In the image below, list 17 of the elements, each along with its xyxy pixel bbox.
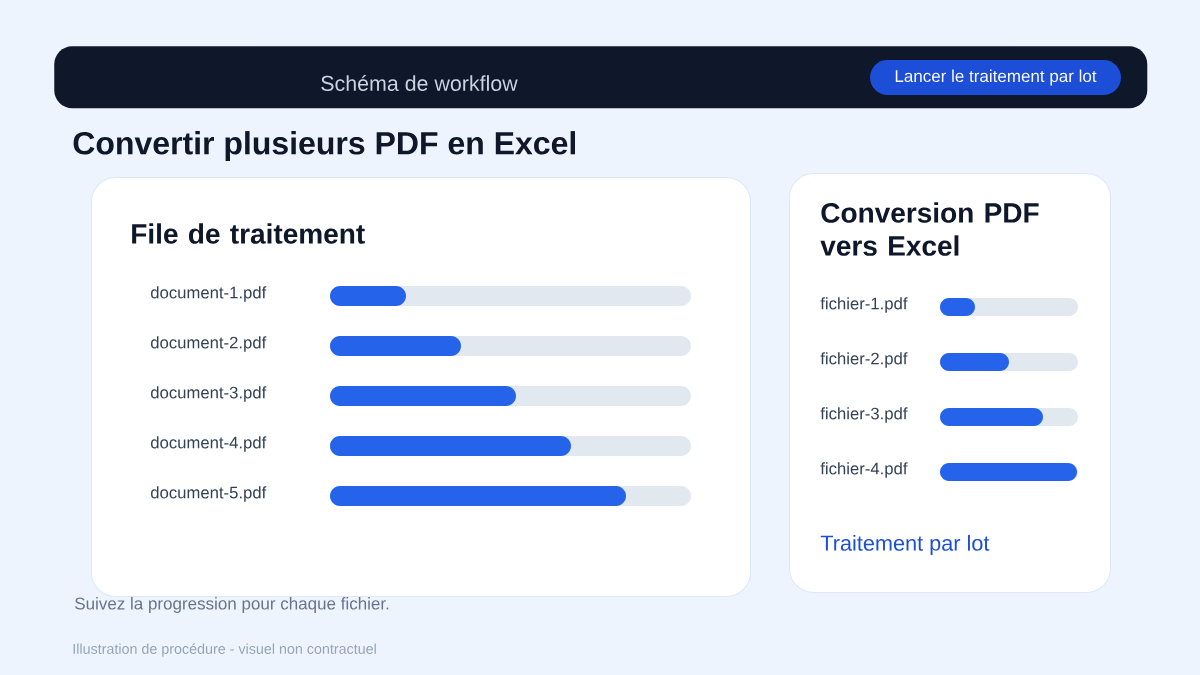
caption-text: Suivez la progression pour chaque fichier. xyxy=(75,597,389,613)
card-title: File de traitement xyxy=(132,223,365,244)
header-subtitle: Schéma de workflow xyxy=(321,75,518,91)
file-name: document-5.pdf xyxy=(151,486,267,502)
file-name: fichier-3.pdf xyxy=(820,407,908,423)
link: Traitement par lot xyxy=(820,534,990,556)
action-button: Lancer le traitement par lot xyxy=(870,60,1121,95)
file-name: document-3.pdf xyxy=(151,386,267,402)
file-name: document-1.pdf xyxy=(151,286,267,302)
page-title: Convertir plusieurs PDF en Excel xyxy=(73,131,575,161)
footnote: Illustration de procédure - visuel non contractuel xyxy=(73,643,376,657)
file-name: fichier-4.pdf xyxy=(820,462,908,478)
file-name: document-2.pdf xyxy=(151,336,267,352)
file-name: fichier-2.pdf xyxy=(820,352,908,368)
file-name: document-4.pdf xyxy=(151,436,267,452)
file-name: fichier-1.pdf xyxy=(820,297,908,313)
card-title: Conversion PDF vers Excel xyxy=(820,202,1039,256)
